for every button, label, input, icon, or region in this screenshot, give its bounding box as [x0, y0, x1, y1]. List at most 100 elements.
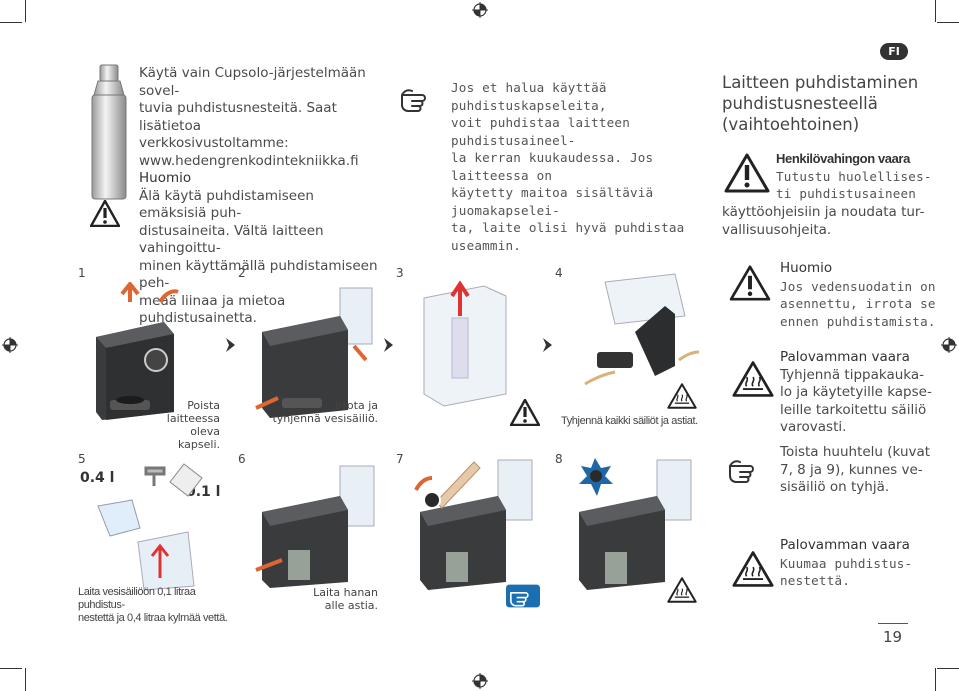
- warning-block-1-cont: käyttöohjeisiin ja noudata tur- vallisuu…: [722, 204, 942, 239]
- crop-mark: [0, 22, 22, 23]
- warning-title: Henkilövahingon vaara: [776, 151, 910, 166]
- text-line: la kerran kuukaudessa. Jos laitteessa on: [451, 150, 654, 183]
- step-caption: Poista laitteessa oleva kapseli.: [150, 399, 220, 451]
- coffee-machine-image: [96, 282, 179, 420]
- text-line: nestettä.: [780, 573, 851, 588]
- crop-mark: [25, 0, 26, 22]
- step-panel-6: 6 Laita hanan alle astia.: [238, 446, 388, 621]
- step-caption: Irrota ja tyhjennä vesisäiliö.: [268, 399, 378, 425]
- warning-block-1: Henkilövahingon vaara Tutustu huolellise…: [776, 150, 946, 203]
- caption-line: Laita hanan: [313, 586, 378, 599]
- text-line: verkkosivustoltamme:: [139, 135, 289, 151]
- crop-mark: [935, 668, 936, 691]
- crop-mark: [937, 22, 959, 23]
- registration-crosshair-icon: [2, 337, 18, 353]
- text-line: Toista huuhtelu (kuvat: [780, 444, 931, 460]
- step-panel-4: 4 Tyhjennä kaikki säiliöt ja astiat.: [555, 260, 705, 435]
- text-line: asennettu, irrota se: [780, 296, 936, 311]
- water-amount-label: 0.4 l: [80, 470, 115, 486]
- drip-tray-image: [584, 273, 700, 386]
- step-number: 3: [396, 266, 404, 280]
- text-line: ennen puhdistamista.: [780, 313, 936, 329]
- page-number-rule: [878, 623, 908, 624]
- text-line: Käytä vain Cupsolo-järjestelmään sovel-: [139, 65, 366, 99]
- registration-crosshair-icon: [472, 673, 488, 689]
- water-tank-image: [423, 280, 507, 407]
- step-panel-7: 7: [396, 446, 546, 621]
- step-caption: Tyhjennä kaikki säiliöt ja astiat.: [561, 415, 698, 427]
- text-line: lo ja käytetyille kapse-: [780, 384, 932, 400]
- text-line: Kuumaa puhdistus-: [780, 555, 913, 571]
- step-panel-3: 3: [396, 260, 546, 435]
- text-line: meää liinaa ja mietoa puhdistusainetta.: [139, 292, 286, 327]
- top-middle-text: Jos et halua käyttää puhdistuskapseleita…: [451, 79, 701, 254]
- step-panel-2: 2 Irrota ja tyhjennä vesisäiliö.: [238, 260, 388, 435]
- registration-crosshair-icon: [472, 2, 488, 18]
- caption-line: alle astia.: [324, 599, 378, 612]
- hot-surface-icon: [667, 383, 697, 409]
- text-line: voit puhdistaa laitteen puhdistusaineel-: [451, 115, 630, 148]
- text-line: sisäiliö on tyhjä.: [780, 479, 890, 495]
- coffee-machine-image: [255, 287, 373, 418]
- heading-line: (vaihtoehtoinen): [722, 115, 860, 134]
- chevron-right-icon: [543, 338, 552, 352]
- caption-line: Laita vesisäiliöön 0,1 litraa puhdistus-: [78, 586, 196, 611]
- coffee-machine-image: [255, 465, 375, 588]
- caption-line: nestettä ja 0,4 litraa kylmää vettä.: [78, 612, 228, 624]
- pointing-hand-icon: [729, 460, 754, 483]
- warning-triangle-icon: [510, 399, 540, 426]
- hot-surface-icon: [732, 551, 774, 587]
- coffee-machine-image: [414, 459, 533, 590]
- step-number: 5: [78, 452, 86, 466]
- step-panel-1: 1 Poista laitteessa oleva kapseli.: [78, 260, 228, 451]
- hot-surface-icon: [667, 577, 697, 603]
- language-badge: FI: [880, 43, 908, 60]
- huomio-block: Huomio Jos vedensuodatin on asennettu, i…: [780, 260, 950, 330]
- text-line: vallisuusohjeita.: [722, 221, 832, 238]
- text-line: ta, laite olisi hyvä puhdistaa useammin.: [451, 220, 685, 253]
- chevron-right-icon: [226, 338, 235, 352]
- step-number: 4: [555, 266, 563, 280]
- crop-mark: [25, 668, 26, 691]
- warning-triangle-icon: [90, 200, 120, 227]
- text-line: Jos vedensuodatin on: [780, 278, 936, 294]
- caption-line: Irrota ja: [335, 399, 378, 412]
- huomio-title: Huomio: [780, 260, 833, 276]
- heading-line: Laitteen puhdistaminen: [722, 73, 919, 92]
- step-caption: Laita hanan alle astia.: [298, 586, 378, 612]
- section-heading: Laitteen puhdistaminen puhdistusnesteell…: [722, 72, 942, 135]
- tip-block: Toista huuhtelu (kuvat 7, 8 ja 9), kunne…: [780, 444, 950, 497]
- burn-block-2: Palovamman vaara Kuumaa puhdistus- neste…: [780, 537, 950, 590]
- text-line: varovasti.: [780, 419, 847, 435]
- crop-mark: [0, 668, 22, 669]
- chevron-right-icon: [384, 338, 393, 352]
- text-line: käyttöohjeisiin ja noudata tur-: [722, 204, 925, 220]
- caption-line: oleva kapseli.: [177, 425, 220, 451]
- text-line: Tutustu huolellises-: [776, 168, 932, 184]
- text-line: tuvia puhdistusnesteitä. Saat lisätietoa: [139, 100, 337, 134]
- step-number: 1: [78, 266, 86, 280]
- step-caption: Laita vesisäiliöön 0,1 litraa puhdistus-…: [78, 586, 238, 625]
- page-number: 19: [883, 628, 903, 646]
- filling-tank-image: [97, 463, 203, 591]
- crop-mark: [937, 668, 959, 669]
- step-panel-8: 8: [555, 446, 705, 621]
- text-line: Tyhjennä tippakauka-: [780, 366, 925, 383]
- text-line: minen käyttämällä puhdistamiseen peh-: [139, 257, 378, 292]
- text-line: Jos et halua käyttää puhdistuskapseleita…: [451, 80, 607, 113]
- step-number: 2: [238, 266, 246, 280]
- step-number: 7: [396, 452, 404, 466]
- huomio-title: Huomio: [139, 170, 192, 186]
- step-panel-5: 5 0.4 l 0.1 l Laita vesisäiliöön 0,1 lit…: [78, 446, 228, 624]
- heading-line: puhdistusnesteellä: [722, 94, 878, 113]
- burn-block-1: Palovamman vaara Tyhjennä tippakauka- lo…: [780, 349, 950, 437]
- text-line: käytetty maitoa sisältäviä juomakapselei…: [451, 185, 654, 218]
- text-line: Älä käytä puhdistamiseen emäksisiä puh-: [139, 187, 314, 222]
- pointing-hand-icon: [398, 85, 440, 113]
- warning-title: Palovamman vaara: [780, 537, 910, 553]
- text-line: 7, 8 ja 9), kunnes ve-: [780, 461, 923, 478]
- coffee-machine-image: [579, 458, 692, 590]
- registration-crosshair-icon: [941, 337, 957, 353]
- caption-line: tyhjennä vesisäiliö.: [272, 412, 378, 425]
- hot-surface-icon: [732, 361, 774, 397]
